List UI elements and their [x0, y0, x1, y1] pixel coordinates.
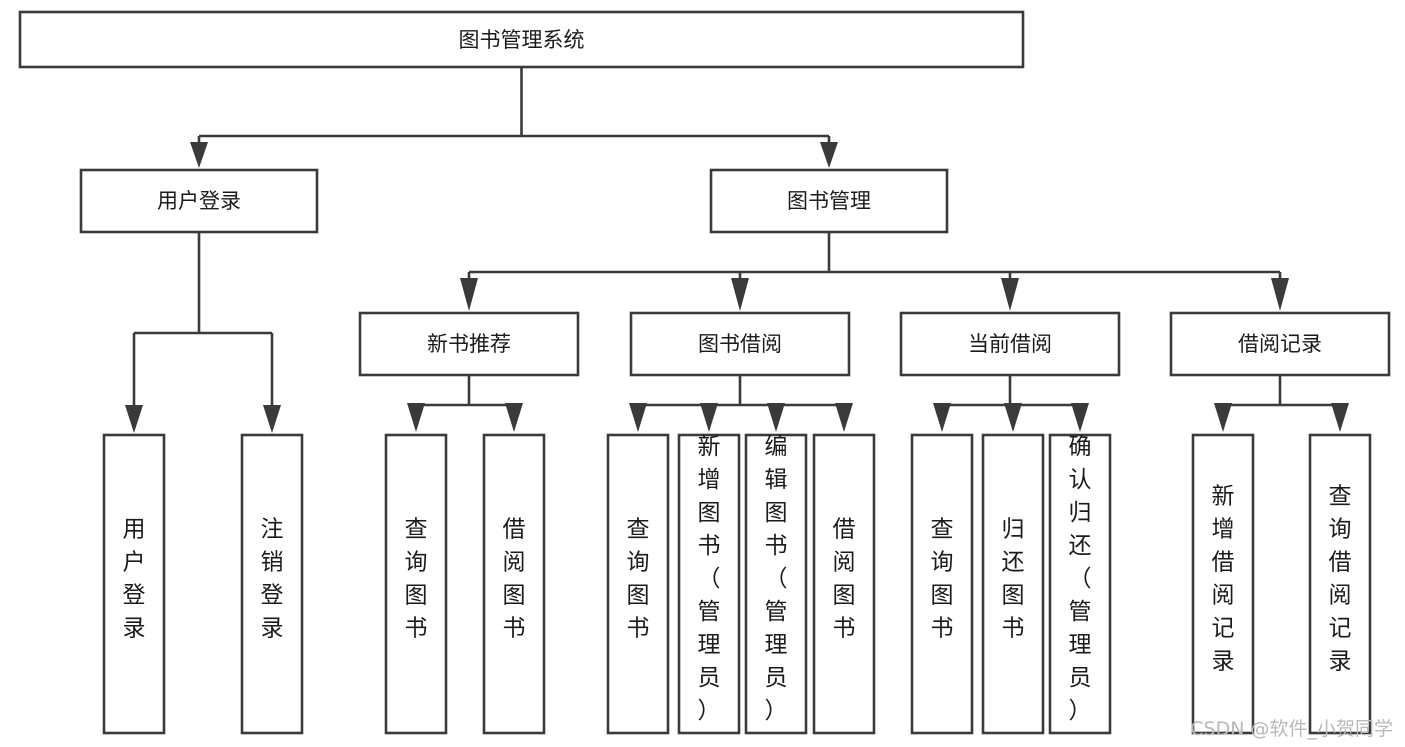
arrow-head-leaf-confirm-return [1071, 403, 1089, 432]
node-leaf-user-login[interactable]: 用户登录 [102, 433, 166, 735]
arrow-head-leaf-query-book-cur [933, 403, 951, 432]
node-leaf-query-book-rec-label: 查询图书 [405, 517, 428, 642]
node-leaf-confirm-return-box[interactable] [1048, 433, 1112, 735]
arrow-head-leaf-return-book [1004, 403, 1022, 432]
node-leaf-add-borrow-rec-label: 新增借阅记录 [1212, 484, 1235, 675]
arrow-head-user-login [190, 142, 208, 168]
arrow-head-leaf-query-borrow-rec [1331, 403, 1349, 432]
node-leaf-borrow-book-brw[interactable]: 借阅图书 [812, 433, 876, 735]
node-current-borrow-label: 当前借阅 [968, 332, 1052, 356]
node-leaf-query-book-brw-box[interactable] [606, 433, 670, 735]
node-leaf-query-book-brw-label: 查询图书 [627, 517, 650, 642]
node-current-borrow-box[interactable] [899, 311, 1121, 377]
node-leaf-confirm-return-label: 确认归还（管理员） [1069, 434, 1092, 724]
node-borrow-record-box[interactable] [1169, 311, 1391, 377]
node-leaf-query-book-rec[interactable]: 查询图书 [384, 433, 448, 735]
connector-group-root-to-level2 [190, 67, 838, 168]
arrow-head-borrow-record [1271, 278, 1289, 311]
connector-group-current-borrow-to-leaves [933, 375, 1089, 432]
node-leaf-query-book-cur-label: 查询图书 [931, 517, 954, 642]
node-leaf-edit-book-admin-box[interactable] [744, 433, 808, 735]
node-leaf-return-book[interactable]: 归还图书 [981, 433, 1045, 735]
node-root[interactable]: 图书管理系统 [18, 10, 1025, 69]
connector-group-book-borrow-to-leaves [629, 375, 853, 432]
arrow-head-new-book-recommend [460, 278, 478, 311]
node-leaf-add-borrow-rec-box[interactable] [1191, 433, 1255, 735]
node-book-borrow-label: 图书借阅 [698, 332, 782, 356]
node-leaf-borrow-book-rec-box[interactable] [482, 433, 546, 735]
node-leaf-logout-login-label: 注销登录 [261, 517, 284, 642]
arrow-head-leaf-query-book-brw [629, 403, 647, 432]
node-book-manage-label: 图书管理 [787, 189, 871, 213]
arrow-head-leaf-query-book-rec [407, 403, 425, 432]
node-user-login[interactable]: 用户登录 [79, 168, 319, 234]
node-user-login-label: 用户登录 [157, 189, 241, 213]
node-new-book-recommend-label: 新书推荐 [427, 332, 511, 356]
arrow-head-leaf-add-borrow-rec [1214, 403, 1232, 432]
node-leaf-return-book-label: 归还图书 [1002, 517, 1025, 642]
node-user-login-box[interactable] [79, 168, 319, 234]
node-leaf-borrow-book-brw-label: 借阅图书 [833, 517, 856, 642]
node-leaf-query-book-cur[interactable]: 查询图书 [910, 433, 974, 735]
node-book-borrow[interactable]: 图书借阅 [629, 311, 851, 377]
node-leaf-edit-book-admin[interactable]: 编辑图书（管理员） [744, 433, 808, 735]
node-root-box[interactable] [18, 10, 1025, 69]
arrow-head-current-borrow [1001, 278, 1019, 311]
arrow-head-leaf-borrow-book-rec [505, 403, 523, 432]
node-leaf-query-book-brw[interactable]: 查询图书 [606, 433, 670, 735]
node-leaf-add-book-admin-box[interactable] [677, 433, 741, 735]
node-book-manage[interactable]: 图书管理 [709, 168, 949, 234]
node-leaf-borrow-book-rec-label: 借阅图书 [503, 517, 526, 642]
arrow-head-book-borrow [731, 278, 749, 311]
arrow-head-leaf-user-login [125, 405, 143, 433]
node-leaf-add-book-admin[interactable]: 新增图书（管理员） [677, 433, 741, 735]
node-leaf-edit-book-admin-label: 编辑图书（管理员） [765, 434, 788, 724]
connector-group-borrow-record-to-leaves [1214, 375, 1349, 432]
node-current-borrow[interactable]: 当前借阅 [899, 311, 1121, 377]
node-book-manage-box[interactable] [709, 168, 949, 234]
connector-group-user-login-to-leaves [125, 232, 281, 433]
node-new-book-recommend-box[interactable] [358, 311, 580, 377]
node-book-borrow-box[interactable] [629, 311, 851, 377]
node-leaf-query-book-rec-box[interactable] [384, 433, 448, 735]
node-leaf-logout-login-box[interactable] [240, 433, 304, 735]
node-leaf-query-book-cur-box[interactable] [910, 433, 974, 735]
arrow-head-book-manage [820, 142, 838, 168]
node-leaf-query-borrow-rec-box[interactable] [1308, 433, 1372, 735]
node-leaf-query-borrow-rec-label: 查询借阅记录 [1329, 484, 1352, 675]
node-leaf-borrow-book-brw-box[interactable] [812, 433, 876, 735]
arrow-head-leaf-edit-book-admin [767, 403, 785, 432]
node-root-label: 图书管理系统 [459, 28, 585, 52]
node-leaf-borrow-book-rec[interactable]: 借阅图书 [482, 433, 546, 735]
csdn-watermark: CSDN @软件_小贺同学 [1190, 718, 1393, 740]
leaf-node-layer: 用户登录 注销登录 查询图书 借阅图书 查询图书 新增图书（管理员） 编辑图书（管理员） 借阅… [102, 433, 1372, 735]
node-leaf-user-login-box[interactable] [102, 433, 166, 735]
connector-group-book-manage-to-level3 [460, 232, 1289, 311]
arrow-head-leaf-borrow-book-brw [835, 403, 853, 432]
node-leaf-add-book-admin-label: 新增图书（管理员） [698, 434, 721, 724]
node-leaf-confirm-return[interactable]: 确认归还（管理员） [1048, 433, 1112, 735]
node-new-book-recommend[interactable]: 新书推荐 [358, 311, 580, 377]
arrow-head-leaf-add-book-admin [700, 403, 718, 432]
node-leaf-query-borrow-rec[interactable]: 查询借阅记录 [1308, 433, 1372, 735]
connector-group-new-book-rec-to-leaves [407, 375, 523, 432]
node-leaf-return-book-box[interactable] [981, 433, 1045, 735]
node-borrow-record-label: 借阅记录 [1238, 332, 1322, 356]
arrow-head-leaf-logout-login [263, 405, 281, 433]
node-leaf-user-login-label: 用户登录 [123, 517, 146, 642]
node-leaf-add-borrow-rec[interactable]: 新增借阅记录 [1191, 433, 1255, 735]
node-borrow-record[interactable]: 借阅记录 [1169, 311, 1391, 377]
node-leaf-logout-login[interactable]: 注销登录 [240, 433, 304, 735]
